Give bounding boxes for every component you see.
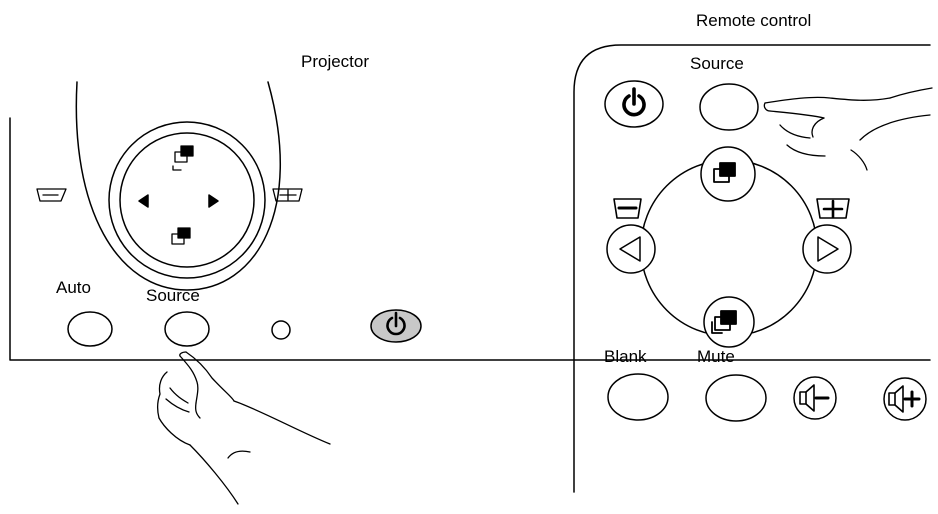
remote-body-outline xyxy=(573,44,931,493)
pointing-hand-icon xyxy=(763,87,933,171)
remote-volume-up-button[interactable] xyxy=(883,377,927,421)
projector-dpad-housing xyxy=(75,81,281,291)
remote-blank-label: Blank xyxy=(604,347,647,366)
power-icon xyxy=(622,87,646,117)
projector-dpad-inner-ring[interactable] xyxy=(119,132,255,268)
projector-auto-button[interactable] xyxy=(67,311,113,347)
menu-icon[interactable] xyxy=(172,145,194,171)
projector-panel xyxy=(9,81,931,505)
projector-source-button[interactable] xyxy=(164,311,210,347)
projector-indicator-lamp xyxy=(271,320,291,340)
remote-mute-label: Mute xyxy=(697,347,735,366)
arrow-right-icon[interactable] xyxy=(208,194,219,208)
keystone-plus-icon xyxy=(272,188,303,202)
remote-source-label: Source xyxy=(690,54,744,73)
remote-power-button[interactable] xyxy=(604,80,664,128)
esc-icon[interactable] xyxy=(171,227,191,245)
power-icon xyxy=(386,311,406,336)
arrow-left-icon xyxy=(619,236,641,262)
keystone-minus-icon xyxy=(36,188,67,202)
menu-icon xyxy=(713,162,736,183)
projector-panel-edge xyxy=(9,117,931,361)
keystone-minus-icon xyxy=(613,198,642,219)
remote-source-button[interactable] xyxy=(699,83,759,131)
projector-title: Projector xyxy=(301,52,370,71)
projector-dpad-outer-ring xyxy=(108,121,266,279)
remote-panel xyxy=(573,44,933,493)
keystone-plus-icon xyxy=(816,198,850,219)
remote-title: Remote control xyxy=(696,11,812,30)
arrow-right-icon xyxy=(817,236,839,262)
arrow-left-icon[interactable] xyxy=(138,194,149,208)
source-button-label: Source xyxy=(146,286,200,305)
volume-down-icon xyxy=(799,384,830,412)
remote-mute-button[interactable] xyxy=(705,374,767,422)
pointing-hand-icon xyxy=(156,351,331,505)
remote-volume-down-button[interactable] xyxy=(793,376,837,420)
volume-up-icon xyxy=(888,385,921,413)
remote-right-button[interactable] xyxy=(802,224,852,274)
remote-blank-button[interactable] xyxy=(607,373,669,421)
esc-icon xyxy=(711,310,737,334)
remote-left-button[interactable] xyxy=(606,224,656,274)
auto-button-label: Auto xyxy=(56,278,91,297)
